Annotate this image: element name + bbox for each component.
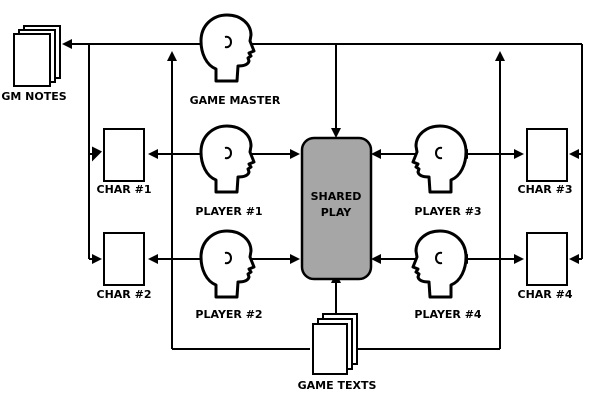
head-silhouette-icon [411, 229, 468, 299]
player-3-label: PLAYER #3 [414, 205, 481, 218]
char-3-label: CHAR #3 [518, 183, 573, 196]
char-4-label: CHAR #4 [518, 288, 573, 301]
player-1: PLAYER #1 [195, 124, 263, 218]
player-3: PLAYER #3 [411, 124, 482, 218]
player-4-label: PLAYER #4 [414, 308, 482, 321]
char-4: CHAR #4 [518, 232, 573, 301]
player-2: PLAYER #2 [195, 229, 263, 321]
character-sheet-icon [526, 232, 568, 286]
char-3: CHAR #3 [518, 128, 573, 196]
character-sheet-icon [526, 128, 568, 182]
player-2-label: PLAYER #2 [195, 308, 262, 321]
game-texts-label: GAME TEXTS [298, 379, 377, 392]
char-1: CHAR #1 [97, 128, 152, 196]
stacked-papers-icon [13, 25, 61, 87]
gm-notes-label: GM NOTES [1, 90, 66, 103]
head-silhouette-icon [199, 229, 256, 299]
head-silhouette-icon [199, 124, 256, 194]
character-sheet-icon [103, 232, 145, 286]
player-1-label: PLAYER #1 [195, 205, 262, 218]
shared-play-line1: SHARED [311, 190, 362, 203]
char-1-label: CHAR #1 [97, 183, 152, 196]
game-master: GAME MASTER [190, 13, 281, 107]
shared-play-line2: PLAY [321, 206, 353, 219]
char-2: CHAR #2 [97, 232, 152, 301]
player-4: PLAYER #4 [411, 229, 482, 321]
stacked-papers-icon [312, 313, 358, 375]
character-sheet-icon [103, 128, 145, 182]
shared-play-box: SHARED PLAY [300, 136, 373, 281]
game-texts: GAME TEXTS [298, 313, 377, 392]
char-2-label: CHAR #2 [97, 288, 152, 301]
gm-notes: GM NOTES [1, 25, 67, 103]
head-silhouette-icon [411, 124, 468, 194]
game-master-label: GAME MASTER [190, 94, 281, 107]
head-silhouette-icon [199, 13, 256, 83]
